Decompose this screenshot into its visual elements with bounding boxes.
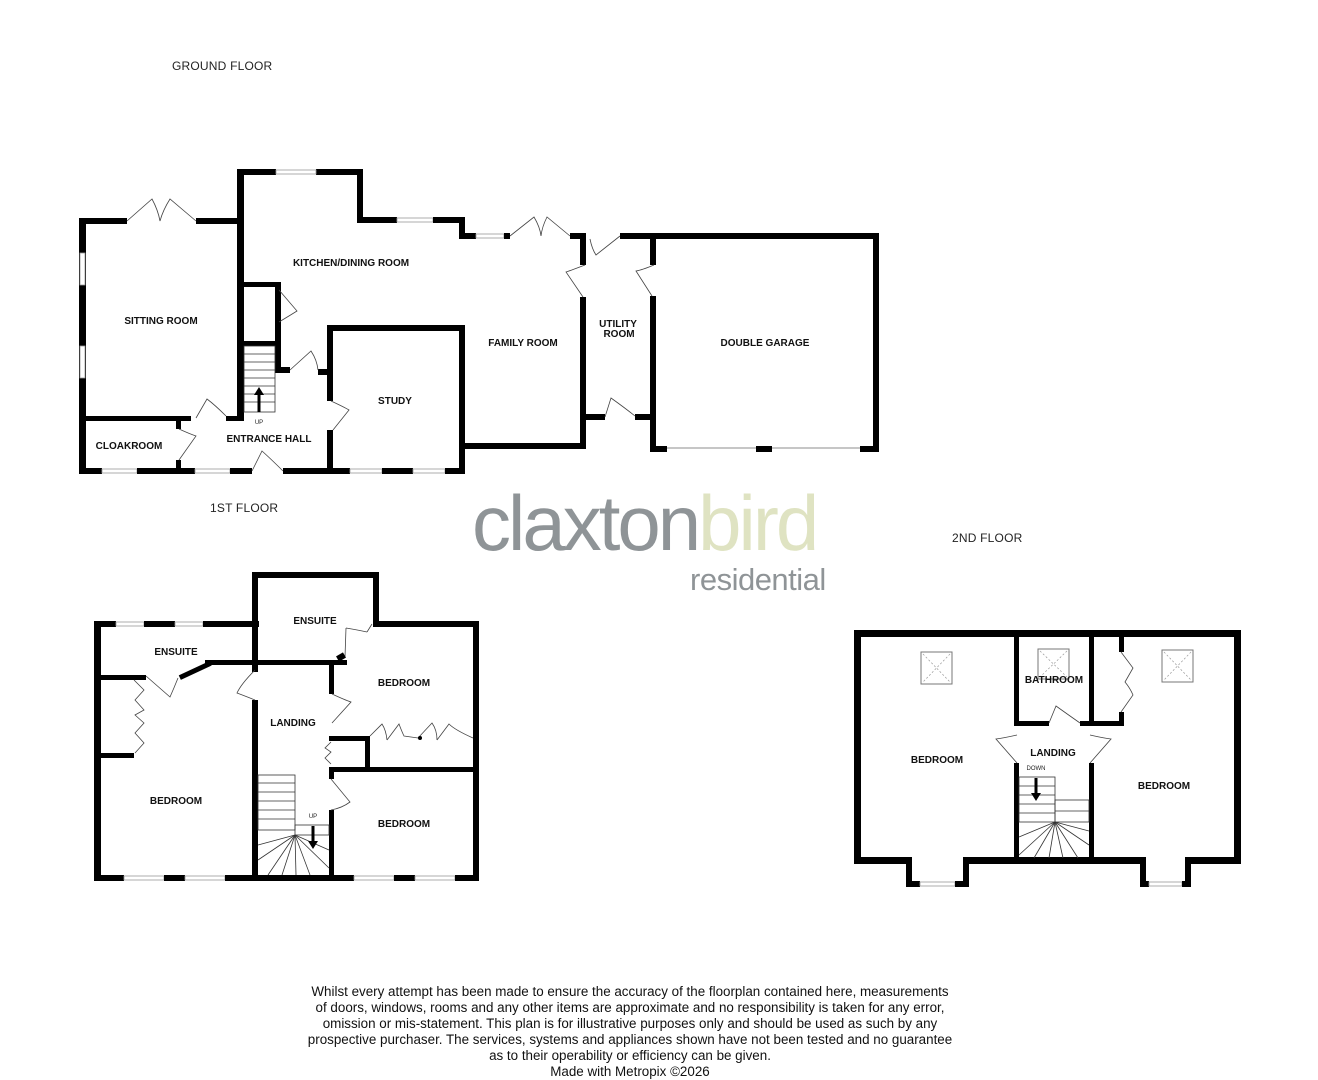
ground-floor-plan: SITTING ROOM KITCHEN/DINING ROOM FAMILY …: [79, 169, 879, 474]
room-entrance-hall: ENTRANCE HALL: [227, 434, 312, 445]
stair-arrow-icon: [308, 826, 318, 849]
stair-up-label: UP: [255, 420, 263, 426]
room-bedroom-right-2nd: BEDROOM: [1138, 781, 1190, 792]
room-utility-line2: ROOM: [603, 329, 634, 340]
skylight-icon: [1161, 649, 1194, 683]
first-floor-plan: ENSUITE ENSUITE BEDROOM LANDING BEDROOM …: [94, 572, 479, 881]
room-bedroom-left: BEDROOM: [150, 796, 202, 807]
room-cloakroom: CLOAKROOM: [96, 441, 163, 452]
room-study: STUDY: [378, 396, 412, 407]
room-family-room: FAMILY ROOM: [488, 338, 557, 349]
room-bathroom: BATHROOM: [1025, 675, 1083, 686]
skylight-icon: [1037, 648, 1070, 680]
stair-down-arrow-icon: [1031, 778, 1041, 801]
stair-up-arrow-icon: [254, 387, 264, 412]
room-double-garage: DOUBLE GARAGE: [721, 338, 810, 349]
disclaimer-line: of doors, windows, rooms and any other i…: [315, 1000, 945, 1015]
company-logo: claxtonbird residential: [472, 484, 842, 597]
disclaimer-line: Whilst every attempt has been made to en…: [311, 984, 949, 999]
disclaimer-line: omission or mis-statement. This plan is …: [322, 1016, 938, 1031]
disclaimer-line: as to their operability or efficiency ca…: [489, 1048, 771, 1063]
disclaimer: Whilst every attempt has been made to en…: [270, 984, 990, 1080]
disclaimer-line: prospective purchaser. The services, sys…: [307, 1032, 953, 1047]
stair-down-label: DOWN: [1027, 766, 1046, 772]
second-floor-label: 2ND FLOOR: [952, 531, 1023, 545]
first-floor-label: 1ST FLOOR: [210, 501, 279, 515]
room-ensuite-left: ENSUITE: [154, 647, 198, 658]
stair-up-label-1st: UP: [309, 814, 317, 820]
room-landing: LANDING: [270, 718, 316, 729]
second-floor-plan: BEDROOM BATHROOM LANDING BEDROOM DOWN: [854, 630, 1241, 887]
room-sitting-room: SITTING ROOM: [124, 316, 197, 327]
credit-line: Made with Metropix ©2026: [550, 1064, 710, 1079]
room-bedroom-right-bottom: BEDROOM: [378, 819, 430, 830]
room-utility-line1: UTILITY: [599, 319, 637, 330]
room-ensuite-top: ENSUITE: [293, 616, 337, 627]
room-kitchen-dining: KITCHEN/DINING ROOM: [293, 258, 409, 269]
room-bedroom-left-2nd: BEDROOM: [911, 755, 963, 766]
logo-text-residential: residential: [690, 562, 826, 597]
room-landing-2nd: LANDING: [1030, 748, 1076, 759]
ground-floor-label: GROUND FLOOR: [172, 59, 273, 73]
logo-text-bird: bird: [698, 479, 819, 567]
room-bedroom-right-top: BEDROOM: [378, 678, 430, 689]
skylight-icon: [920, 651, 953, 685]
logo-text-claxton: claxton: [472, 479, 701, 567]
